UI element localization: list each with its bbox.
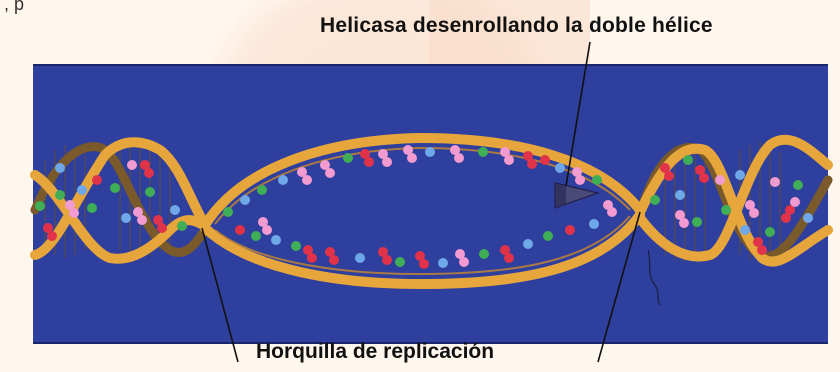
squiggle-mark [648,250,660,305]
dna-front-strands [35,138,828,284]
replication-fork-label: Horquilla de replicación [256,340,494,364]
